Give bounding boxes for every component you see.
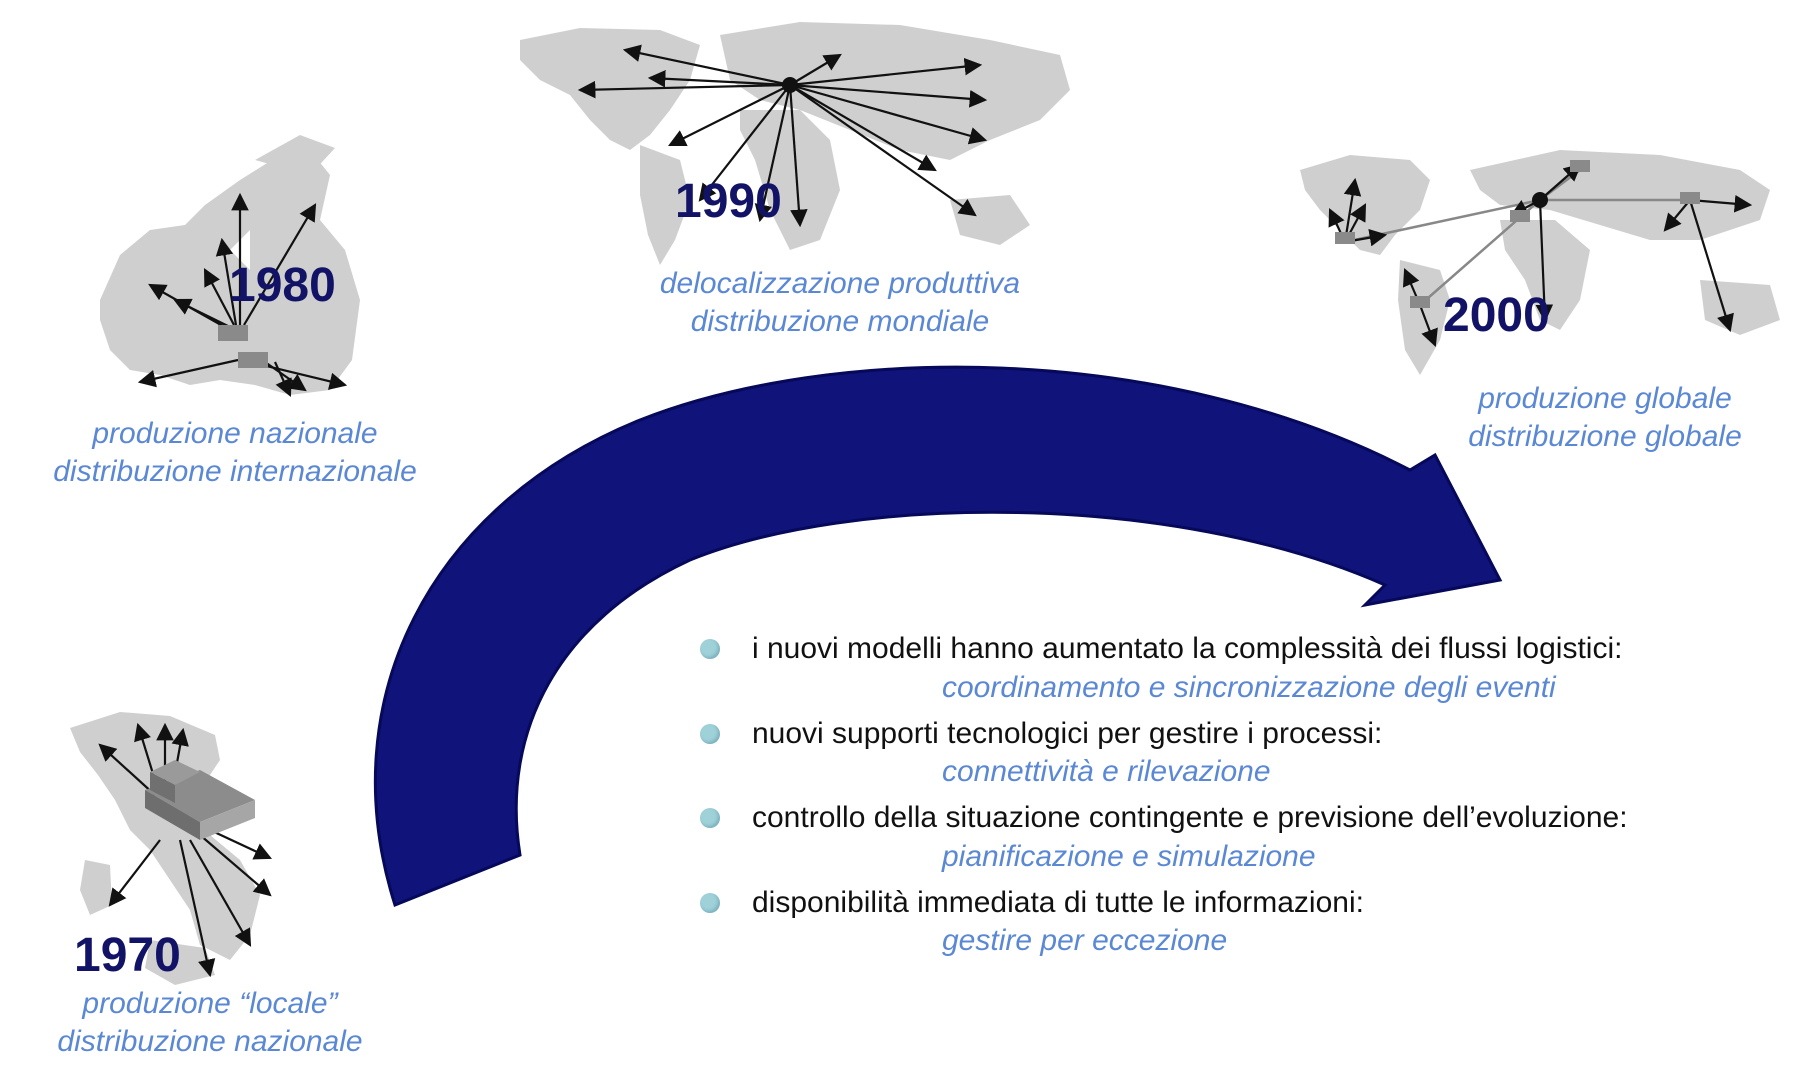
bullet-text: i nuovi modelli hanno aumentato la compl… <box>752 632 1623 665</box>
bullet-dot-icon <box>700 723 720 744</box>
bullet-text: controllo della situazione contingente e… <box>752 801 1628 834</box>
evolution-arrow <box>373 365 1503 907</box>
caption-1990: delocalizzazione produttiva distribuzion… <box>600 265 1080 342</box>
origin-point-2000 <box>1532 192 1548 208</box>
caption-2000: produzione globale distribuzione globale <box>1410 380 1800 457</box>
year-1980: 1980 <box>229 259 336 312</box>
caption-2000-line2: distribuzione globale <box>1468 420 1742 454</box>
bullet-subtext: gestire per eccezione <box>942 924 1228 957</box>
year-2000: 2000 <box>1443 289 1550 342</box>
bullet-list: i nuovi modelli hanno aumentato la compl… <box>700 630 1628 968</box>
year-1990: 1990 <box>675 175 782 228</box>
caption-1970: produzione “locale” distribuzione nazion… <box>10 985 410 1062</box>
bullet-subtext: pianificazione e simulazione <box>942 839 1316 873</box>
italy-map <box>70 712 260 985</box>
caption-1990-line1: delocalizzazione produttiva <box>659 267 1021 300</box>
caption-1980: produzione nazionale distribuzione inter… <box>0 415 470 492</box>
factory-icon <box>145 760 255 840</box>
bullet-subtext: connettività e rilevazione <box>942 755 1271 788</box>
caption-2000-line1: produzione globale <box>1478 382 1732 415</box>
bullet-text: nuovi supporti tecnologici per gestire i… <box>752 716 1383 750</box>
bullet-item: i nuovi modelli hanno aumentato la compl… <box>700 630 1628 707</box>
caption-1980-line1: produzione nazionale <box>92 417 378 450</box>
caption-1990-line2: distribuzione mondiale <box>690 305 990 339</box>
world-1990-arrows <box>577 44 988 228</box>
bullet-item: disponibilità immediata di tutte le info… <box>700 884 1628 961</box>
bullet-item: nuovi supporti tecnologici per gestire i… <box>700 715 1628 792</box>
italy-arrows <box>98 722 272 978</box>
year-1970: 1970 <box>74 929 181 982</box>
caption-1980-line2: distribuzione internazionale <box>53 455 417 489</box>
bullet-dot-icon <box>700 892 720 913</box>
origin-point <box>782 77 798 93</box>
bullet-subtext: coordinamento e sincronizzazione degli e… <box>942 670 1556 704</box>
bullet-dot-icon <box>700 808 720 828</box>
world-2000-factories <box>1335 160 1700 308</box>
bullet-item: controllo della situazione contingente e… <box>700 799 1628 876</box>
bullet-text: disponibilità immediata di tutte le info… <box>752 885 1364 919</box>
caption-1970-line1: produzione “locale” <box>82 987 338 1020</box>
caption-1970-line2: distribuzione nazionale <box>57 1025 363 1059</box>
bullet-dot-icon <box>700 639 720 659</box>
europe-map <box>100 135 360 395</box>
europe-factories <box>218 325 268 368</box>
